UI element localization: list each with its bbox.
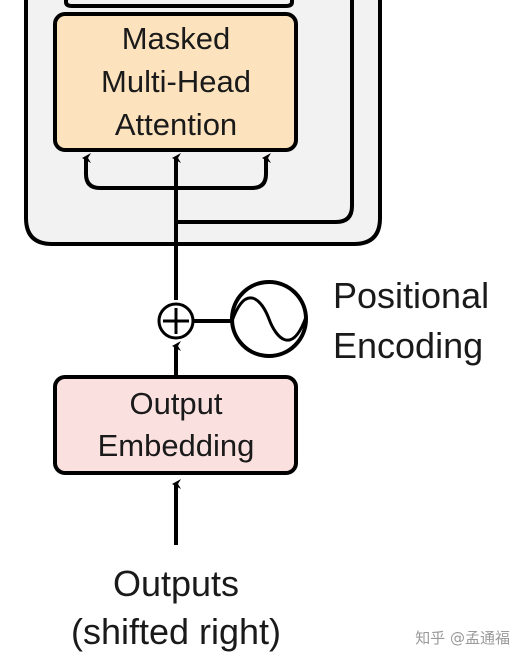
outputs-label: Outputs (113, 563, 239, 604)
upper-block-edge (64, 0, 294, 8)
attention-label-line-2: Multi-Head (101, 64, 251, 99)
attention-input-arrow-left (82, 153, 176, 190)
embedding-label-line-1: Output (129, 386, 222, 421)
output-embedding-block (53, 375, 298, 475)
positional-encoding-label-line-2: Encoding (333, 325, 483, 366)
attention-label-line-1: Masked (122, 21, 231, 56)
masked-multi-head-attention-block (53, 12, 298, 152)
sine-wave-icon (230, 280, 308, 358)
residual-connection-line (174, 0, 354, 238)
embedding-label-line-2: Embedding (98, 428, 255, 463)
attention-label-line-3: Attention (115, 107, 237, 142)
outputs-shifted-label: (shifted right) (71, 611, 281, 652)
watermark: 知乎 @孟通福 (415, 629, 510, 647)
positional-encoding-label-line-1: Positional (333, 275, 489, 316)
attention-input-arrow-right (176, 153, 271, 190)
